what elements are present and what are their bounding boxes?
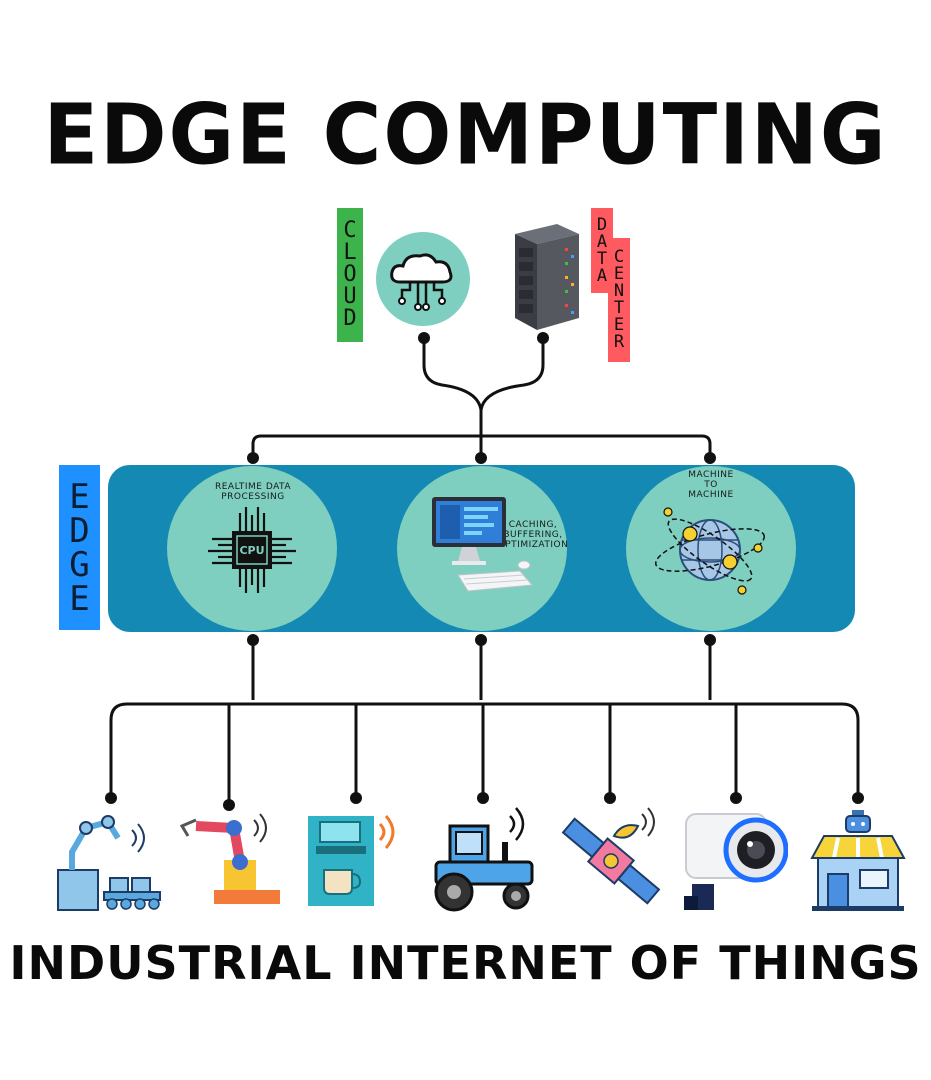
cloud-letter: L	[343, 240, 357, 265]
server-rack-icon	[515, 224, 579, 330]
label-line: OPTIMIZATION	[497, 540, 569, 550]
cpu-label: CPU	[239, 544, 264, 557]
cloud-letter: O	[343, 262, 357, 287]
desktop-computer-icon	[432, 497, 534, 592]
cloud-letter: D	[343, 306, 357, 331]
network-orbit-icon	[654, 507, 766, 595]
label-line: MACHINE	[688, 470, 734, 480]
label-line: CACHING,	[508, 520, 558, 530]
label-line: MACHINE	[688, 490, 734, 500]
center-letter: N	[613, 281, 625, 301]
page-title: EDGE COMPUTING	[43, 85, 888, 184]
center-letter: E	[613, 264, 625, 284]
data-label-tag: D A T A	[591, 208, 613, 293]
cloud-letter: C	[343, 218, 357, 243]
label-line: PROCESSING	[221, 492, 285, 502]
edge-letter: G	[69, 544, 90, 585]
satellite-icon	[561, 807, 661, 905]
robotic-arm-conveyor-icon	[57, 815, 161, 911]
label-line: REALTIME DATA	[214, 482, 292, 492]
realtime-node-label: REALTIME DATA PROCESSING	[195, 482, 311, 502]
security-camera-icon	[684, 813, 788, 910]
m2m-node-label: MACHINE TO MACHINE	[666, 470, 756, 500]
label-line: BUFFERING,	[503, 530, 563, 540]
data-letter: D	[596, 214, 608, 235]
cpu-chip-icon: CPU	[208, 507, 296, 593]
tractor-icon	[434, 807, 534, 912]
robot-arm-icon	[179, 813, 280, 904]
page-subtitle: INDUSTRIAL INTERNET OF THINGS	[9, 936, 922, 990]
center-letter: C	[613, 247, 625, 267]
smart-store-icon	[810, 810, 906, 911]
edge-letter: D	[69, 510, 90, 551]
center-letter: R	[613, 332, 625, 352]
data-letter: A	[596, 265, 608, 286]
center-letter: T	[613, 298, 625, 318]
cloud-circuit-icon	[390, 253, 453, 311]
edge-letter: E	[69, 476, 90, 517]
center-letter: E	[613, 315, 625, 335]
cloud-letter: U	[343, 284, 357, 309]
edge-label-tag: E D G E	[59, 465, 100, 630]
center-label-tag: C E N T E R	[608, 238, 630, 362]
caching-node-label: CACHING, BUFFERING, OPTIMIZATION	[490, 520, 576, 550]
coffee-machine-icon	[308, 815, 395, 906]
caching-node-circle	[397, 466, 567, 631]
edge-letter: E	[69, 578, 90, 619]
cloud-label-tag: C L O U D	[337, 208, 363, 342]
data-letter: A	[596, 231, 608, 252]
data-letter: T	[596, 248, 608, 269]
label-line: TO	[704, 480, 718, 490]
